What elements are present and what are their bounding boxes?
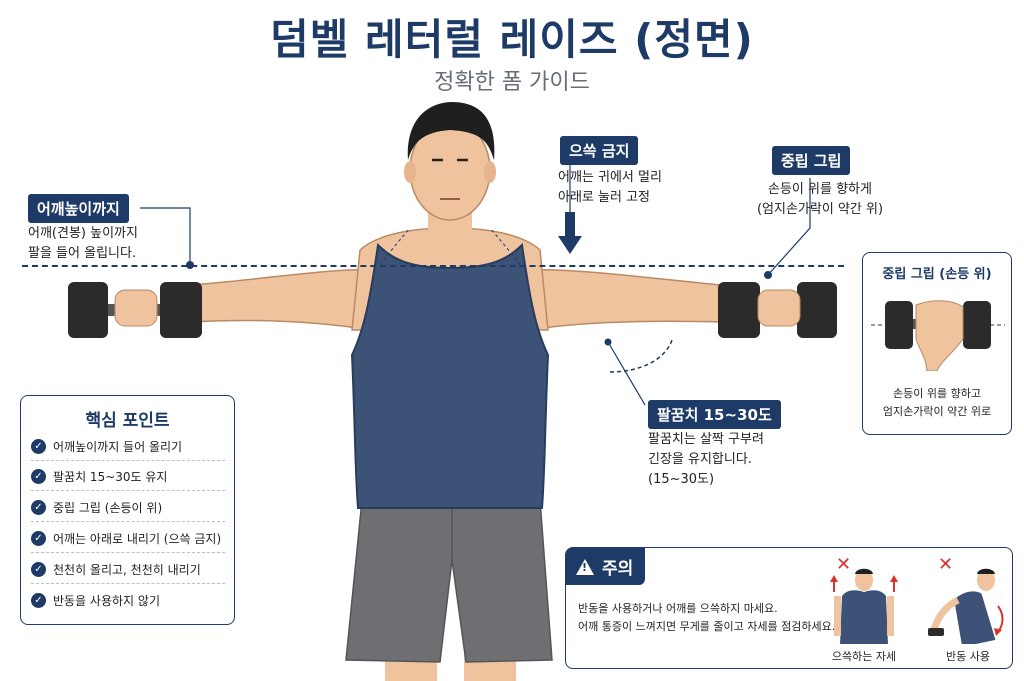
caution-label: 주의: [602, 559, 634, 579]
elbow-angle-arc: [609, 339, 673, 373]
key-point-text: 반동을 사용하지 않기: [53, 594, 160, 608]
hair: [407, 102, 495, 160]
callout-line: 팔꿈치는 살짝 구부려: [648, 432, 764, 447]
left-arm: [189, 269, 373, 331]
check-icon: ✓: [31, 593, 46, 608]
key-point-text: 천천히 올리고, 천천히 내리기: [53, 562, 201, 577]
key-points-title: 핵심 포인트: [85, 411, 170, 431]
left-dumbbell: [68, 282, 202, 338]
key-points-panel: 핵심 포인트 ✓ 어깨높이까지 들어 올리기 ✓ 팔꿈치 15~30도 유지 ✓ 중립…: [20, 395, 235, 625]
caution-panel: ! 주의 반동을 사용하거나 어깨를 으쓱하지 마세요. 어깨 통증이 느껴지면…: [565, 547, 1013, 669]
key-point-item: ✓ 어깨높이까지 들어 올리기: [31, 432, 225, 461]
callout-line: 어깨(견봉) 높이까지: [28, 226, 138, 241]
key-point-item: ✓ 반동을 사용하지 않기: [31, 586, 225, 615]
warning-icon: !: [576, 558, 594, 575]
key-point-item: ✓ 어깨는 아래로 내리기 (으쓱 금지): [31, 524, 225, 553]
check-icon: ✓: [31, 561, 46, 577]
callout-elbow-text: 팔꿈치는 살짝 구부려 긴장을 유지합니다. (15~30도): [648, 430, 764, 490]
x-mark-icon: ✕: [938, 554, 954, 575]
right-dumbbell: [718, 282, 837, 338]
callout-elbow-label: 팔꿈치 15~30도: [648, 400, 781, 429]
down-arrow-icon: [558, 212, 582, 254]
tank-top: [350, 242, 550, 509]
grip-panel: 중립 그립 (손등 위) 손등이 위를 향하고 엄지손가락이 약간 위로: [862, 252, 1012, 435]
callout-line: 긴장을 유지합니다.: [648, 452, 752, 467]
callout-line: (엄지손가락이 약간 위): [756, 202, 884, 217]
grip-marker: [764, 271, 772, 279]
callout-line: 아래로 눌러 고정: [558, 190, 650, 205]
callout-line: 어깨는 귀에서 멀리: [558, 170, 662, 185]
callout-neutral-grip-label: 중립 그립: [772, 146, 851, 175]
callout-line: 손등이 위를 향하게: [768, 182, 872, 197]
caution-text-line: 어깨 통증이 느껴지면 무게를 줄이고 자세를 점검하세요.: [578, 620, 836, 633]
caution-text-line: 반동을 사용하거나 어깨를 으쓱하지 마세요.: [578, 602, 778, 615]
shorts: [345, 499, 553, 663]
check-icon: ✓: [31, 499, 46, 515]
callout-neutral-grip-text: 손등이 위를 향하게 (엄지손가락이 약간 위): [740, 180, 900, 220]
callout-shoulder-height-label: 어깨높이까지: [28, 194, 129, 223]
shoulder-height-line: [22, 265, 844, 267]
callout-line: 팔을 들어 올립니다.: [28, 246, 137, 261]
caution-tag: ! 주의: [566, 548, 646, 585]
check-icon: ✓: [31, 438, 46, 454]
callout-no-shrug-label: 으쓱 금지: [560, 136, 639, 165]
key-point-text: 팔꿈치 15~30도 유지: [53, 469, 168, 484]
grip-panel-text: 손등이 위를 향하고 엄지손가락이 약간 위로: [863, 385, 1011, 421]
check-icon: ✓: [31, 530, 46, 546]
key-point-text: 어깨는 아래로 내리기 (으쓱 금지): [53, 531, 222, 546]
check-icon: ✓: [31, 468, 46, 484]
grip-panel-line: 엄지손가락이 약간 위로: [882, 405, 992, 418]
callout-no-shrug-text: 어깨는 귀에서 멀리 아래로 눌러 고정: [558, 168, 662, 208]
example-caption: 반동 사용: [946, 650, 990, 663]
x-mark-icon: ✕: [836, 554, 852, 575]
key-point-text: 중립 그립 (손등이 위): [53, 500, 163, 515]
key-point-item: ✓ 중립 그립 (손등이 위): [31, 493, 225, 522]
shoulder-height-marker: [186, 261, 194, 269]
callout-line: (15~30도): [648, 472, 715, 487]
page-title: 덤벨 레터럴 레이즈 (정면): [270, 15, 754, 64]
key-point-item: ✓ 팔꿈치 15~30도 유지: [31, 462, 225, 491]
right-arm: [527, 268, 723, 331]
momentum-example-figure: [928, 568, 1004, 644]
page-subtitle: 정확한 폼 가이드: [434, 70, 590, 95]
grip-illustration: [871, 300, 1005, 371]
callout-shoulder-height-text: 어깨(견봉) 높이까지 팔을 들어 올립니다.: [28, 224, 138, 264]
key-point-text: 어깨높이까지 들어 올리기: [53, 439, 183, 454]
key-point-item: ✓ 천천히 올리고, 천천히 내리기: [31, 555, 225, 584]
shrug-example-figure: [830, 568, 898, 644]
grip-panel-title: 중립 그립 (손등 위): [882, 267, 992, 282]
example-caption: 으쓱하는 자세: [831, 650, 897, 663]
grip-panel-line: 손등이 위를 향하고: [893, 387, 981, 400]
